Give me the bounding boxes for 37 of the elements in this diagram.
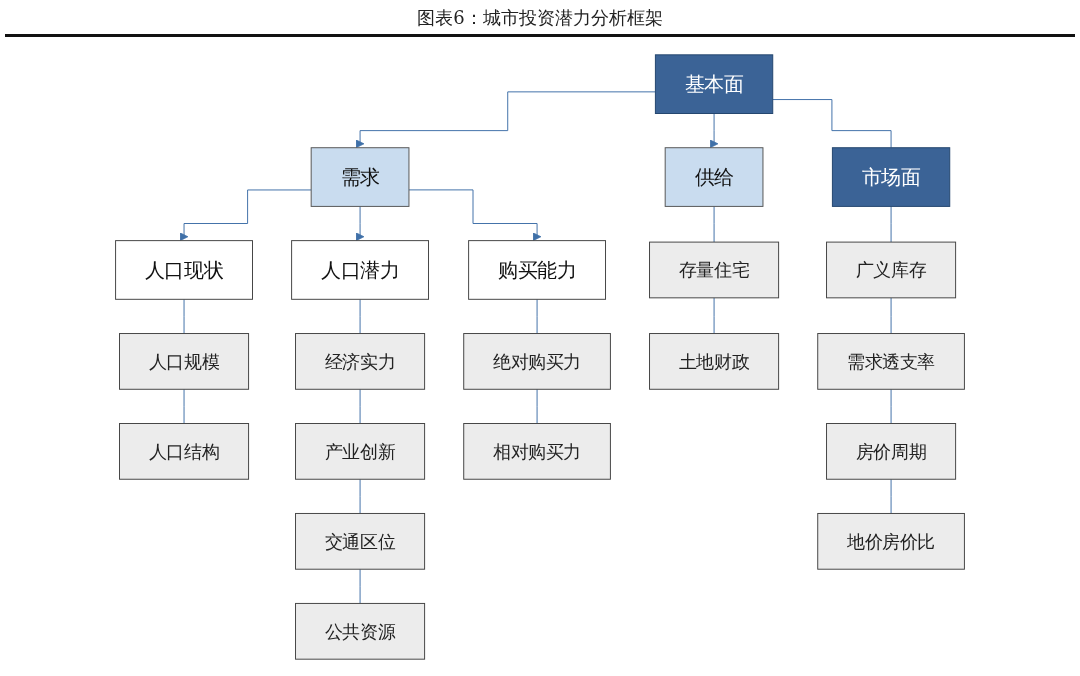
node-box: 需求 [310,146,410,207]
node-box: 土地财政 [649,332,780,390]
connector [890,205,892,243]
node-box: 人口现状 [115,239,253,300]
connector [713,296,715,334]
connector [772,98,892,148]
connector [890,388,892,424]
node-box: 相对购买力 [463,422,611,480]
node-box: 地价房价比 [817,512,965,570]
node-box: 产业创新 [295,422,426,480]
connector [359,568,361,604]
node-box: 需求透支率 [817,332,965,390]
connector [536,298,538,334]
node-box: 存量住宅 [649,241,780,298]
connector [890,478,892,514]
node-box: 公共资源 [295,602,426,660]
connector [359,478,361,514]
node-box: 经济实力 [295,332,426,390]
diagram-title: 图表6：城市投资潜力分析框架 [417,6,663,30]
connector [359,298,361,334]
node-box: 市场面 [831,146,951,207]
node-box: 购买能力 [468,239,606,300]
node-box: 供给 [664,146,764,207]
node-box: 基本面 [654,53,774,114]
connector [890,296,892,334]
node-box: 人口规模 [119,332,250,390]
connector [536,388,538,424]
connector [183,388,185,424]
connector [713,205,715,243]
node-box: 交通区位 [295,512,426,570]
connector [359,388,361,424]
connector [183,298,185,334]
node-box: 房价周期 [826,422,957,480]
node-box: 人口潜力 [291,239,429,300]
node-box: 人口结构 [119,422,250,480]
node-box: 广义库存 [826,241,957,298]
node-box: 绝对购买力 [463,332,611,390]
